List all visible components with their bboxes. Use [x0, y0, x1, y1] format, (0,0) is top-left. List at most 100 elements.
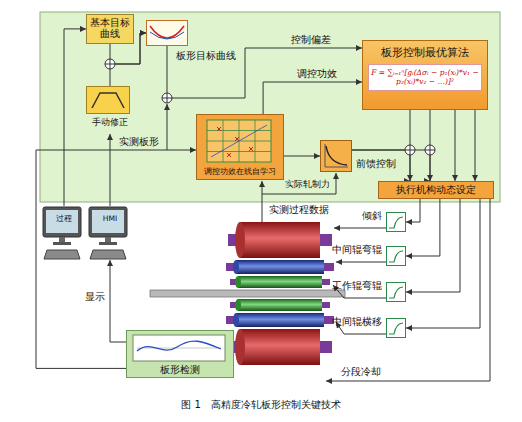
- edge-label: 实测板形: [118, 136, 160, 148]
- actuator-setting-box: 执行机构动态设定: [378, 181, 494, 199]
- box-label: 基本目标曲线: [90, 18, 130, 40]
- control-panel-part: [40, 12, 500, 202]
- shape-label: 倾斜: [362, 211, 382, 222]
- self-learning-box-graphic-part: [207, 120, 271, 162]
- shape-label: 调控功效在线自学习: [197, 167, 283, 177]
- ir-bending-actuator-graphic: [386, 246, 406, 266]
- edge-label: 控制偏差: [290, 34, 332, 46]
- target-shape-icon-graphic-part: [150, 26, 184, 38]
- shape-label: 板形检测: [127, 364, 233, 375]
- rolling-mill-part: [150, 290, 345, 297]
- rolling-mill-part: [235, 329, 245, 365]
- rolling-mill-part: [235, 299, 241, 311]
- hmi-computer-graphic-part: [105, 237, 111, 242]
- wr-bending-actuator-graphic: [386, 282, 406, 302]
- process-computer-graphic-part: [44, 250, 80, 259]
- ir-bending-actuator-graphic-part: [389, 251, 403, 262]
- ir-shifting-actuator-graphic-part: [389, 323, 403, 334]
- formula: F = ∑ᵢ₌₁ⁿ[gᵢ(Δσᵢ − p₁(xᵢ)*v₁ − p₂(xᵢ)*v₂…: [368, 64, 482, 91]
- flatness-meter: 板形检测: [126, 330, 234, 378]
- summing-junction-part: [425, 145, 435, 155]
- wr-bending-actuator: 工作辊弯辊: [386, 282, 406, 302]
- annotation-label: 分段冷却: [340, 367, 382, 378]
- rolling-mill-part: [236, 260, 324, 274]
- hmi-computer: HMI: [88, 206, 132, 260]
- target-shape-icon-graphic-part: [150, 32, 184, 39]
- connector: [406, 199, 480, 328]
- target-shape-icon-graphic-part: [147, 21, 188, 46]
- connector: [263, 82, 362, 114]
- rolling-mill-part: [238, 299, 322, 311]
- shape-label: 过程: [42, 215, 86, 224]
- rolling-mill-part: [233, 313, 239, 327]
- manual-correction-box-graphic-part: [87, 87, 130, 114]
- self-learning-box-graphic-part: [217, 127, 253, 157]
- rolling-mill-part: [320, 341, 332, 353]
- summing-junction-part: [105, 59, 115, 69]
- connector: [110, 260, 126, 342]
- connector: [167, 46, 362, 98]
- connector: [64, 29, 86, 206]
- rolling-mill-part: [322, 279, 330, 285]
- flatness-meter-graphic-part: [137, 348, 221, 349]
- ir-shifting-actuator-graphic-part: [387, 319, 406, 338]
- connector: [284, 156, 320, 157]
- edge-label: 调控功效: [296, 68, 338, 80]
- feedforward-icon-graphic: [320, 140, 352, 172]
- annotation-label: 实测过程数据: [268, 205, 330, 216]
- shape-label: 板形目标曲线: [176, 50, 236, 62]
- signal-lines-part: [326, 199, 490, 381]
- connector: [406, 199, 420, 222]
- rolling-mill-part: [235, 222, 245, 258]
- self-learning-box-graphic: [197, 117, 281, 165]
- signal-lines-part: [167, 104, 168, 150]
- feedforward-icon-graphic-part: [321, 141, 352, 172]
- wr-bending-actuator-graphic-part: [387, 283, 406, 302]
- target-curve-box: 基本目标曲线: [86, 14, 134, 44]
- process-computer: 过程: [42, 206, 86, 260]
- self-learning-box-graphic-part: [207, 120, 271, 162]
- connector: [352, 150, 430, 181]
- process-computer-graphic-part: [53, 242, 71, 245]
- summing-junction-part: [405, 145, 415, 155]
- self-learning-box-graphic-part: [211, 125, 267, 157]
- edge-label: 显示: [84, 291, 106, 303]
- ir-shifting-actuator: 中间辊横移: [386, 318, 406, 338]
- rolling-mill-part: [324, 263, 334, 271]
- tilt-actuator-graphic-part: [389, 217, 403, 228]
- rolling-mill-part: [240, 329, 320, 365]
- optimizer-box: 板形控制最优算法F = ∑ᵢ₌₁ⁿ[gᵢ(Δσᵢ − p₁(xᵢ)*v₁ − p…: [362, 40, 488, 110]
- manual-correction-box: 手动修正: [82, 86, 138, 134]
- summing-junction-part: [162, 93, 172, 103]
- signal-lines-part: [334, 228, 386, 229]
- connector: [475, 110, 476, 181]
- hmi-computer-graphic-part: [99, 242, 117, 245]
- control-panel: [40, 12, 500, 202]
- rolling-mill-part: [235, 276, 241, 288]
- ir-shifting-actuator-graphic: [386, 318, 406, 338]
- connector: [406, 199, 460, 292]
- feedforward-icon: 前馈控制: [320, 140, 352, 172]
- summing-junction-part: [405, 145, 415, 155]
- rolling-mill-part: [238, 276, 322, 288]
- flatness-meter-graphic: [127, 331, 231, 363]
- ir-bending-actuator-graphic-part: [387, 247, 406, 266]
- shape-label: 手动修正: [82, 117, 138, 128]
- signal-lines-part: [336, 262, 386, 263]
- rolling-mill-part: [322, 302, 330, 308]
- flatness-meter-graphic-part: [133, 335, 225, 361]
- rolling-mill-part: [240, 222, 320, 258]
- self-learning-box: 调控功效在线自学习: [196, 114, 284, 180]
- shape-label: 中间辊横移: [332, 317, 382, 328]
- connector: [406, 199, 440, 256]
- hmi-computer-graphic-part: [90, 250, 126, 259]
- signal-lines-part: [262, 181, 263, 222]
- rolling-mill-part: [233, 260, 239, 274]
- target-shape-icon: 板形目标曲线: [146, 20, 188, 46]
- box-label: 执行机构动态设定: [379, 182, 493, 198]
- summing-junction-part: [105, 59, 115, 69]
- connector: [455, 110, 456, 181]
- flatness-meter-graphic-part: [137, 341, 221, 351]
- wr-bending-actuator-graphic-part: [389, 287, 403, 298]
- process-computer-graphic-part: [59, 237, 65, 242]
